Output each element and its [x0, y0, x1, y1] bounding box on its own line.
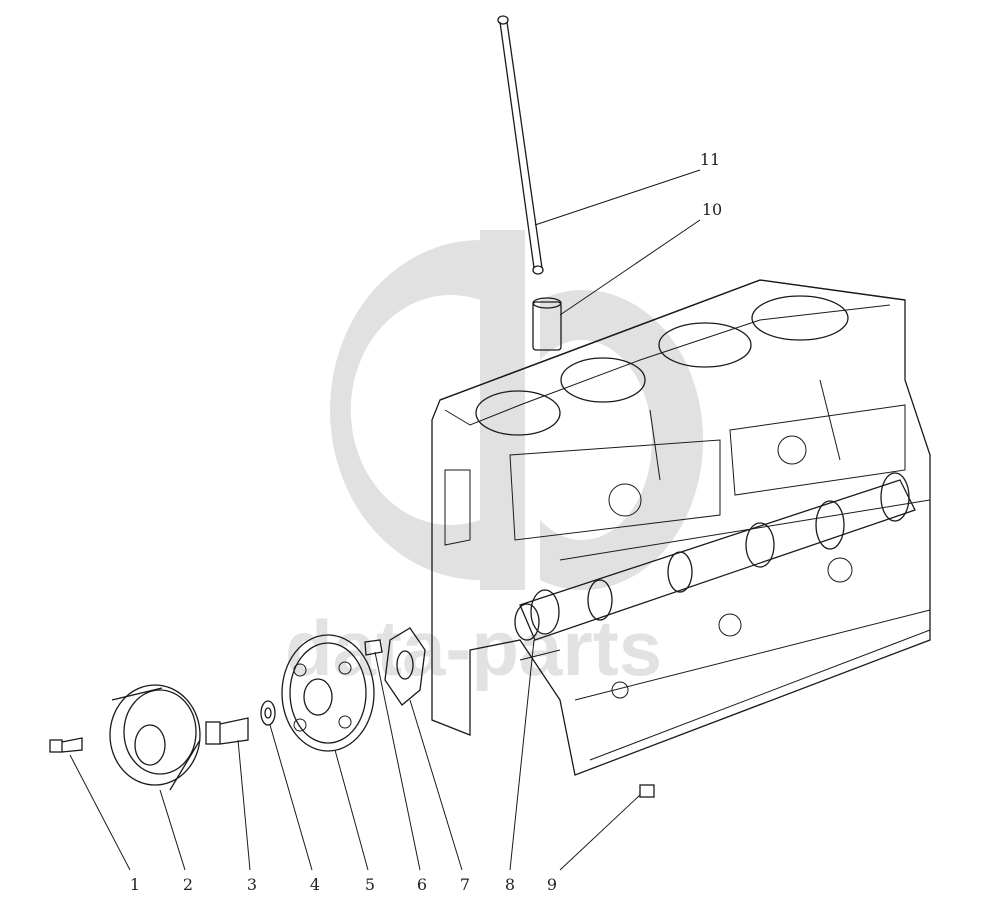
camshaft-gear-5 — [281, 634, 375, 752]
callout-5: 5 — [365, 875, 375, 894]
shaft-3 — [205, 717, 249, 745]
callout-9: 9 — [547, 875, 557, 894]
thrust-plate-7 — [384, 627, 426, 706]
callout-8: 8 — [505, 875, 515, 894]
tappet — [532, 297, 562, 351]
engine-block — [431, 279, 931, 776]
callout-4: 4 — [310, 875, 320, 894]
callout-3: 3 — [247, 875, 257, 894]
callout-1: 1 — [130, 875, 140, 894]
callout-11: 11 — [700, 150, 720, 169]
watermark-logo: data-parts — [285, 230, 704, 692]
washer-4 — [260, 700, 276, 726]
bolt-1 — [49, 737, 83, 753]
callout-6: 6 — [417, 875, 427, 894]
leader-lines — [69, 169, 701, 871]
idler-gear-2 — [109, 684, 201, 791]
bolt-6 — [364, 639, 383, 656]
camshaft — [514, 472, 916, 641]
callouts: 1 2 3 4 5 6 7 8 9 10 11 — [130, 150, 722, 894]
callout-10: 10 — [702, 200, 722, 219]
dowel-pin-9 — [639, 784, 655, 798]
callout-2: 2 — [183, 875, 193, 894]
push-rod — [497, 15, 544, 275]
callout-7: 7 — [460, 875, 470, 894]
